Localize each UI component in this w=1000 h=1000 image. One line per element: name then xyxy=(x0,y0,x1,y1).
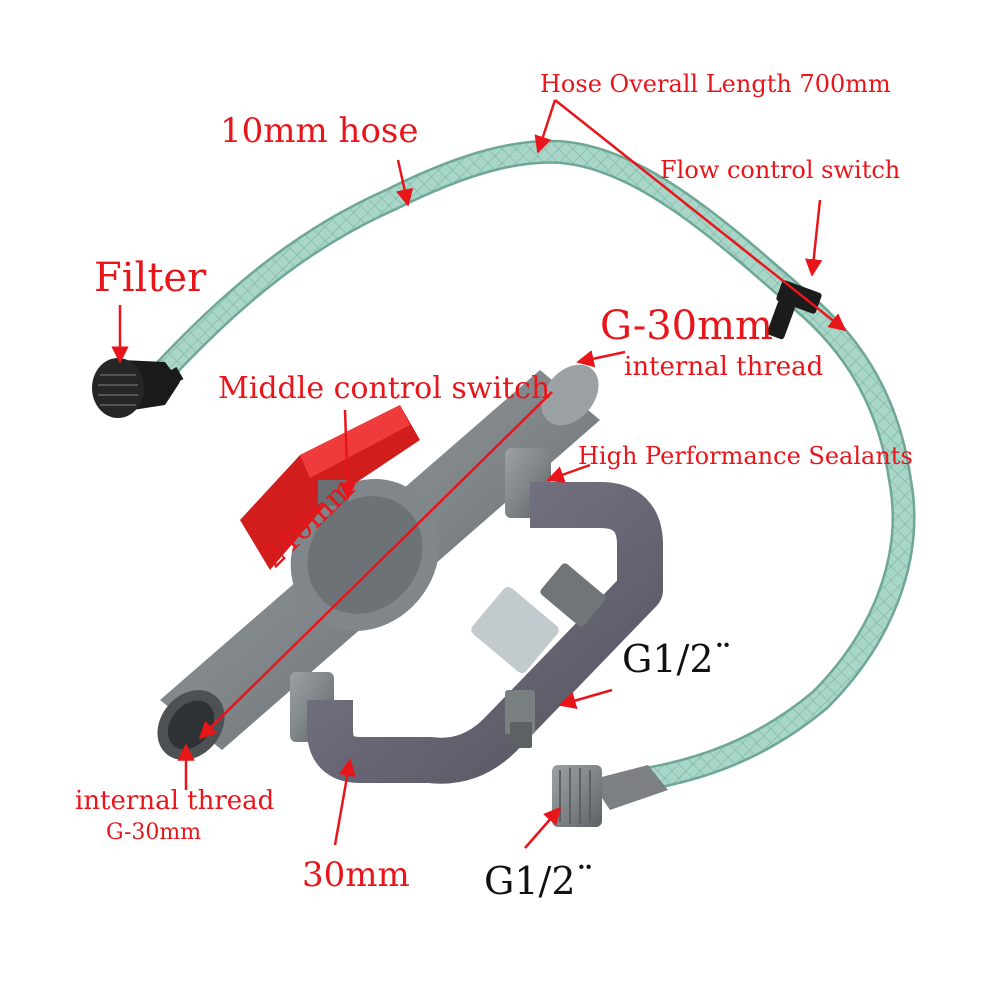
hose-length-label: Hose Overall Length 700mm xyxy=(540,70,891,98)
middle-switch-label: Middle control switch xyxy=(218,371,551,406)
internal-thread-bottom-label: internal thread xyxy=(75,786,275,816)
hose-connector-nut-icon xyxy=(552,765,668,827)
hose-size-label: 10mm hose xyxy=(220,111,419,151)
internal-thread-top-label: internal thread xyxy=(624,352,824,382)
flow-control-switch-icon xyxy=(767,280,822,340)
g12-bottom-label: G1/2¨ xyxy=(484,859,595,903)
filter-label: Filter xyxy=(94,255,207,301)
annotation-arrows xyxy=(111,99,847,849)
g30-bottom-label: G-30mm xyxy=(106,820,202,845)
g30-top-label: G-30mm xyxy=(600,303,773,349)
filter-icon xyxy=(92,358,184,418)
sealants-label: High Performance Sealants xyxy=(578,442,913,470)
valve-handle-icon xyxy=(240,405,420,570)
g12-mid-label: G1/2¨ xyxy=(622,637,733,681)
size-30-label: 30mm xyxy=(302,855,410,895)
flow-switch-label: Flow control switch xyxy=(660,156,901,184)
